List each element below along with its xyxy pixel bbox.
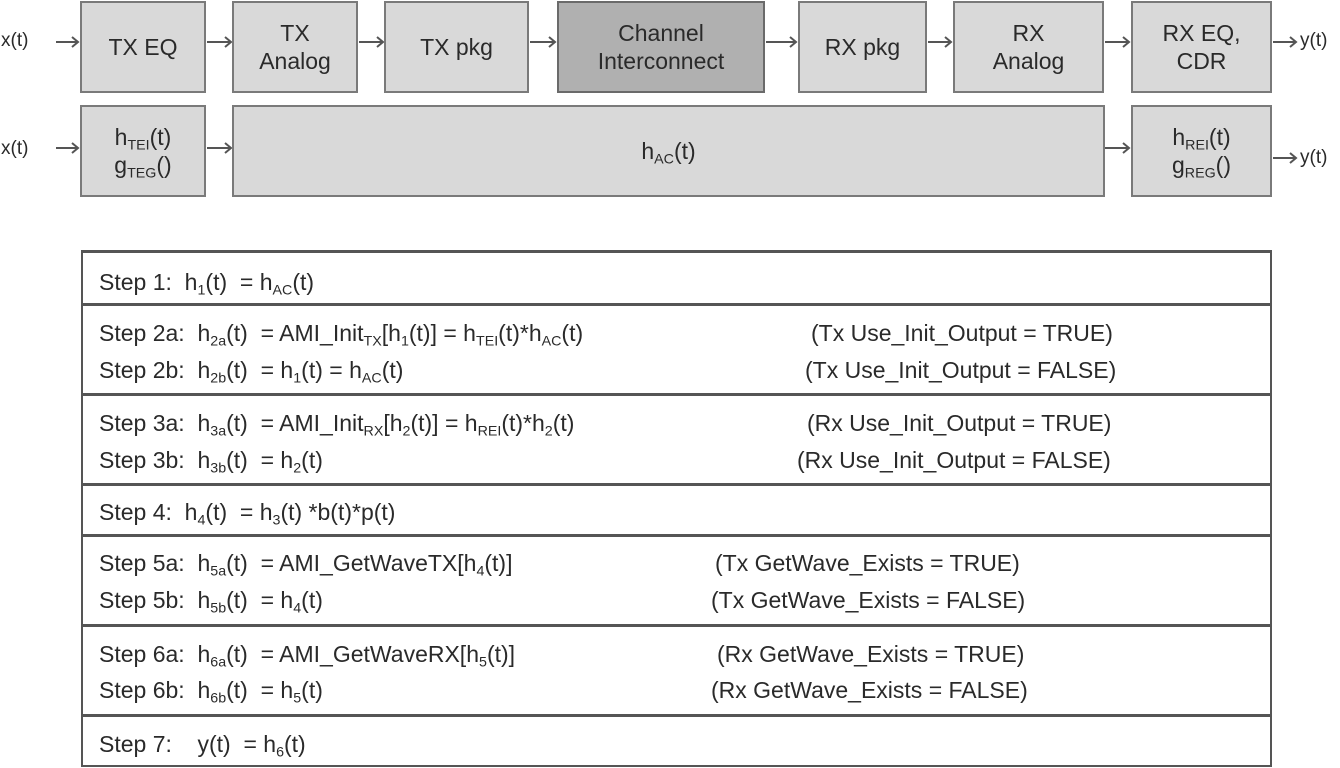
rx-pkg-block: RX pkg [798,1,927,93]
rx-analog-block: RX Analog [953,1,1104,93]
step-condition: (Tx GetWave_Exists = FALSE) [711,587,1026,613]
step-label: Step 5a: [99,550,185,576]
block-line: RX [1012,19,1045,46]
tx-eq-block: TX EQ [80,1,206,93]
step-row-3: Step 3a: h3a(t) = AMI_InitRX[h2(t)] = hR… [83,396,1270,486]
top-input-label: x(t) [1,30,29,51]
step-row-4: Step 4: h4(t) = h3(t) *b(t)*p(t) [83,486,1270,537]
block-line: Analog [992,48,1065,74]
step-label: Step 2a: [99,320,185,346]
step-label: Step 5b: [99,587,185,613]
step-condition: (Rx GetWave_Exists = FALSE) [711,677,1028,703]
step-line: Step 4: h4(t) = h3(t) *b(t)*p(t) [99,499,396,529]
step-label: Step 6b: [99,677,185,703]
step-row-5: Step 5a: h5a(t) = AMI_GetWaveTX[h4(t)] (… [83,537,1270,627]
rx-impulse-response: hREI(t) [1172,123,1231,154]
arrow-bottom-output [1273,152,1298,164]
tx-impulse-response: hTEI(t) [114,123,172,154]
arrow-top-1 [207,36,233,48]
arrow-top-input [56,36,80,48]
arrow-top-3 [530,36,557,48]
block-line: RX EQ, [1162,19,1241,46]
step-condition: (Tx Use_Init_Output = FALSE) [805,357,1117,383]
step-label: Step 3a: [99,410,185,436]
arrow-bottom-input [56,142,80,154]
tx-nonlinear-function: gTEG() [114,152,172,182]
block-line: TX EQ [108,33,178,60]
step-line: Step 5a: h5a(t) = AMI_GetWaveTX[h4(t)] [99,550,513,580]
arrow-top-4 [766,36,798,48]
step-row-2: Step 2a: h2a(t) = AMI_InitTX[h1(t)] = hT… [83,306,1270,396]
tx-pkg-block: TX pkg [384,1,529,93]
tx-equalizer-model-block: hTEI(t) gTEG() [80,105,206,197]
tx-analog-block: TX Analog [232,1,358,93]
step-line: Step 1: h1(t) = hAC(t) [99,269,315,299]
block-line: Interconnect [597,48,725,74]
arrow-top-6 [1105,36,1131,48]
rx-nonlinear-function: gREG() [1171,152,1231,182]
step-condition: (Rx Use_Init_Output = FALSE) [797,447,1111,473]
step-label: Step 3b: [99,447,185,473]
top-output-label: y(t) [1300,30,1328,51]
block-line: TX pkg [420,33,493,60]
signal-arrows [56,36,1298,164]
step-line: Step 6b: h6b(t) = h5(t) [99,677,323,707]
step-row-6: Step 6a: h6a(t) = AMI_GetWaveRX[h5(t)] (… [83,627,1270,717]
step-label: Step 2b: [99,357,185,383]
step-line: Step 2b: h2b(t) = h1(t) = hAC(t) [99,357,404,387]
arrow-bottom-1 [207,142,233,154]
rx-equalizer-model-block: hREI(t) gREG() [1131,105,1272,197]
step-line: Step 6a: h6a(t) = AMI_GetWaveRX[h5(t)] [99,641,516,671]
step-condition: (Rx Use_Init_Output = TRUE) [807,410,1112,436]
step-line: Step 3b: h3b(t) = h2(t) [99,447,323,477]
bottom-input-label: x(t) [1,138,29,159]
arrow-top-5 [928,36,953,48]
analog-channel-block: hAC(t) [232,105,1105,197]
step-line: Step 3a: h3a(t) = AMI_InitRX[h2(t)] = hR… [99,410,575,440]
step-line: Step 2a: h2a(t) = AMI_InitTX[h1(t)] = hT… [99,320,584,350]
step-label: Step 6a: [99,641,185,667]
block-line: Analog [259,48,331,74]
step-condition: (Rx GetWave_Exists = TRUE) [717,641,1025,667]
block-line: RX pkg [824,33,901,60]
step-row-1: Step 1: h1(t) = hAC(t) [83,253,1270,306]
rx-eq-cdr-block: RX EQ, CDR [1131,1,1272,93]
arrow-top-output [1273,36,1298,48]
step-row-7: Step 7: y(t) = h6(t) [83,717,1270,767]
block-line: CDR [1176,48,1227,74]
block-line: Channel [618,19,704,46]
step-label: Step 7: [99,731,172,757]
channel-impulse-response: hAC(t) [641,137,696,168]
step-condition: (Tx Use_Init_Output = TRUE) [811,320,1113,346]
step-label: Step 1: [99,269,172,295]
step-line: Step 7: y(t) = h6(t) [99,731,306,761]
channel-interconnect-block: Channel Interconnect [557,1,765,93]
step-line: Step 5b: h5b(t) = h4(t) [99,587,323,617]
steps-table: Step 1: h1(t) = hAC(t) Step 2a: h2a(t) =… [81,250,1272,767]
block-line: TX [280,19,310,46]
step-label: Step 4: [99,499,172,525]
step-condition: (Tx GetWave_Exists = TRUE) [715,550,1020,576]
bottom-output-label: y(t) [1300,147,1328,168]
arrow-top-2 [359,36,385,48]
arrow-bottom-2 [1105,142,1131,154]
